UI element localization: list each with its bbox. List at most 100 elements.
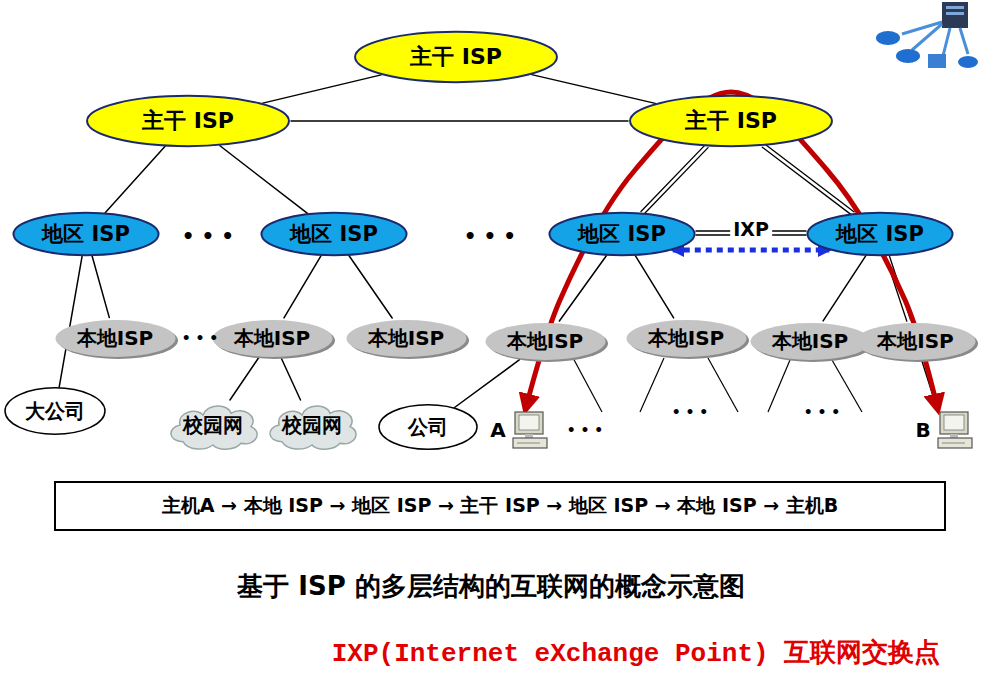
ixp-traffic-arrow [673, 250, 829, 251]
node-text: 主机A → 本地 ISP → 地区 ISP → 主干 ISP → 地区 ISP … [162, 493, 839, 519]
link-line [263, 75, 381, 103]
link-line [532, 75, 656, 104]
ellipse [549, 213, 694, 256]
ellipse [55, 320, 175, 357]
computer-icon [512, 410, 548, 450]
link-line [349, 256, 392, 318]
edge-label: IXP [730, 218, 772, 240]
link-line [291, 120, 628, 122]
ellipsis: • • • [672, 404, 709, 420]
link-line [230, 358, 258, 400]
ellipse [355, 32, 557, 82]
link-line [644, 148, 708, 215]
host-computer: A [488, 409, 550, 451]
caption: 基于 ISP 的多层结构的互联网的概念示意图 [237, 569, 745, 604]
link-line [263, 75, 381, 103]
node-text: 大公司 [25, 398, 85, 425]
node-text: 地区 ISP [836, 220, 924, 248]
link-line [641, 145, 708, 214]
node-text: 本地ISP [772, 328, 849, 355]
campus-network: 校园网 [262, 400, 362, 450]
ellipsis: • • • [182, 330, 219, 346]
local-isp: 本地ISP [53, 318, 178, 359]
link-line [59, 256, 82, 387]
node-text: 校园网 [282, 412, 342, 439]
computer-icon [937, 410, 973, 450]
link-line [230, 358, 258, 400]
ellipse [630, 96, 832, 146]
ellipse [5, 388, 105, 434]
host-computer: B [913, 409, 975, 451]
link-line [765, 144, 854, 212]
link-line [823, 256, 866, 321]
ellipsis: • • • [464, 224, 516, 248]
node-text: 本地ISP [368, 325, 445, 352]
node-text: 本地ISP [234, 325, 311, 352]
server [942, 2, 968, 28]
ellipse [485, 323, 605, 360]
node-text: 主干 ISP [142, 106, 234, 136]
link-line [220, 146, 308, 214]
ixp-traffic-arrow [673, 248, 829, 253]
node-text: 地区 ISP [42, 220, 130, 248]
cloud [270, 406, 356, 449]
link-line [281, 358, 300, 400]
local-isp: 本地ISP [853, 321, 978, 362]
path-box: 主机A → 本地 ISP → 地区 ISP → 主干 ISP → 地区 ISP … [55, 482, 945, 530]
node-text: 地区 ISP [578, 220, 666, 248]
local-isp: 本地ISP [210, 318, 335, 359]
node-text: 校园网 [183, 412, 243, 439]
backbone-isp: 主干 ISP [85, 95, 291, 147]
ellipse [750, 323, 870, 360]
link-line [823, 256, 866, 321]
node-text: 本地ISP [507, 328, 584, 355]
ellipse [807, 213, 952, 256]
backbone-isp: 主干 ISP [628, 95, 834, 147]
access-line [708, 358, 738, 412]
node-text: B [915, 418, 930, 442]
access-line [572, 356, 602, 412]
cloud [171, 406, 257, 449]
ellipsis: • • • [804, 404, 841, 420]
company-node: 公司 [378, 404, 478, 450]
server-slot [946, 6, 964, 9]
ellipse [346, 320, 466, 357]
node-text: 公司 [408, 414, 448, 441]
device [958, 56, 978, 68]
link-line [349, 256, 392, 318]
device [928, 54, 946, 68]
node-text: 本地ISP [77, 325, 154, 352]
ellipse [212, 320, 332, 357]
ellipse [626, 320, 746, 357]
regional-isp: 地区 ISP [806, 212, 954, 256]
node-text: 主干 ISP [410, 42, 502, 72]
ellipse [379, 405, 477, 449]
regional-isp: 地区 ISP [12, 212, 160, 256]
ellipse [87, 96, 289, 146]
access-line [640, 358, 664, 412]
rect [55, 482, 945, 530]
link-line [284, 256, 321, 318]
server-slot [946, 12, 964, 15]
ellipse [856, 323, 976, 360]
regional-isp: 地区 ISP [548, 212, 696, 256]
node-text: 地区 ISP [290, 220, 378, 248]
link-line [220, 146, 308, 214]
link-line [92, 256, 109, 318]
link-line [455, 360, 520, 408]
ellipsis: • • • [567, 422, 604, 438]
link-line [105, 146, 165, 212]
access-lines [572, 356, 862, 412]
ixp-note: IXP(Internet eXchange Point) 互联网交换点 [332, 635, 940, 670]
network-icon [876, 2, 978, 68]
device [896, 49, 920, 63]
link-line [59, 256, 82, 387]
link-line [105, 146, 165, 212]
node-text: 主干 ISP [685, 106, 777, 136]
link-line [635, 256, 673, 318]
node-text: 本地ISP [648, 325, 725, 352]
link-line [635, 256, 673, 318]
link-line [284, 256, 321, 318]
link-line [455, 360, 520, 408]
